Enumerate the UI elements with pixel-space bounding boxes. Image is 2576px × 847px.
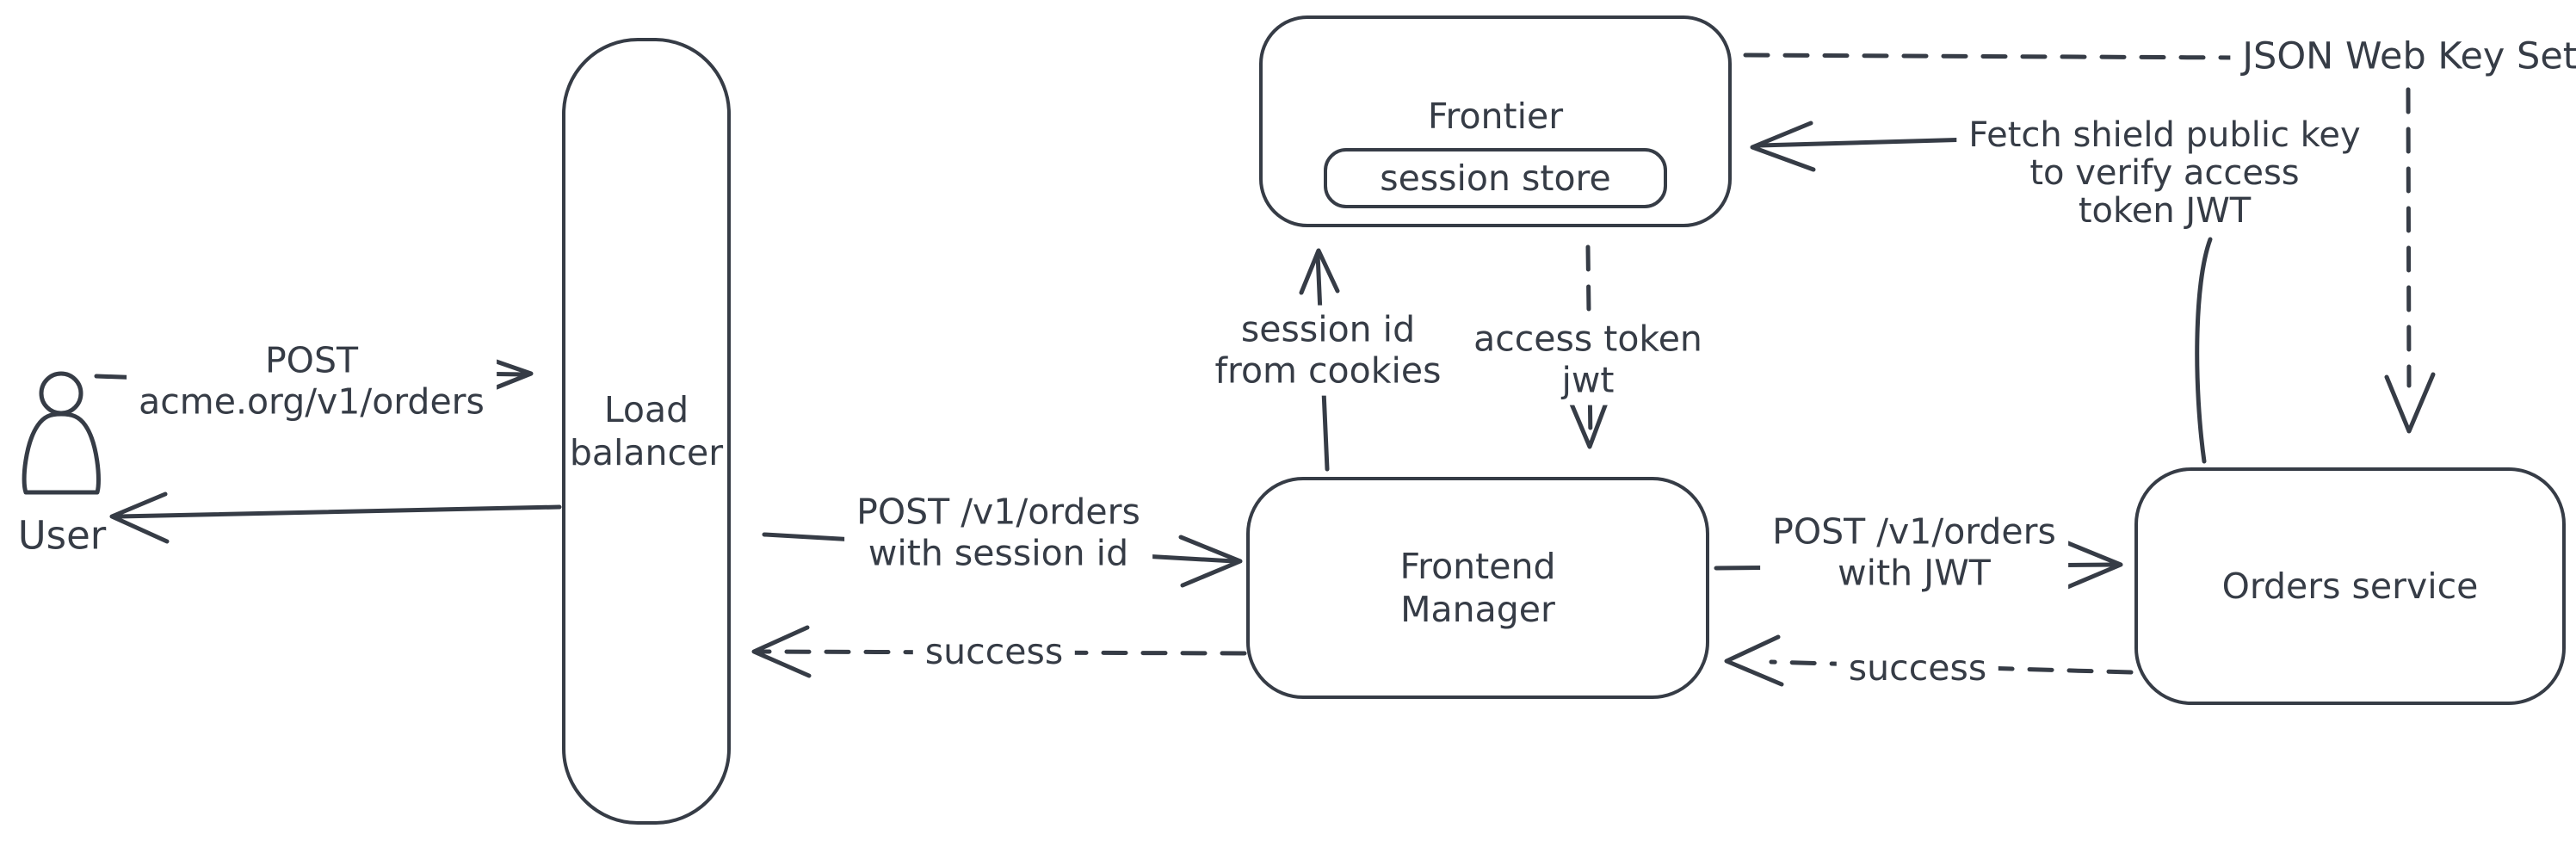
label-post-acme-orders: POST acme.org/v1/orders — [127, 336, 497, 427]
node-frontend-manager: Frontend Manager — [1246, 477, 1709, 699]
label-session-id-from-cookies: session id from cookies — [1202, 305, 1454, 396]
label-line: from cookies — [1214, 350, 1442, 392]
label-line: with session id — [868, 533, 1129, 574]
orders-service-label: Orders service — [2221, 565, 2479, 607]
label-access-token-jwt: access token jwt — [1461, 314, 1714, 405]
load-balancer-label-line1: Load — [603, 388, 689, 430]
node-load-balancer: Load balancer — [562, 38, 731, 825]
label-post-orders-jwt: POST /v1/orders with JWT — [1760, 507, 2068, 598]
line-frontier-to-jwks — [1743, 53, 2239, 60]
label-line: token JWT — [2078, 191, 2252, 231]
node-orders-service: Orders service — [2134, 467, 2566, 705]
user-label: User — [17, 512, 107, 559]
frontend-manager-label-line1: Frontend — [1399, 545, 1556, 587]
frontier-title: Frontier — [1427, 95, 1564, 137]
node-frontier: Frontier session store — [1259, 15, 1732, 227]
node-session-store: session store — [1324, 148, 1667, 208]
label-line: access token — [1473, 318, 1702, 360]
arrow-orders-to-frontier — [1750, 121, 2213, 464]
label-post-orders-session-id: POST /v1/orders with session id — [844, 487, 1152, 578]
label-line: jwt — [1561, 360, 1615, 401]
label-line: POST /v1/orders — [856, 491, 1140, 533]
label-fetch-public-key: Fetch shield public key to verify access… — [1956, 113, 2373, 233]
label-line: POST — [264, 339, 359, 381]
label-line: acme.org/v1/orders — [139, 381, 485, 423]
label-line: POST /v1/orders — [1772, 510, 2056, 553]
label-line: Fetch shield public key — [1968, 115, 2361, 155]
load-balancer-label-line2: balancer — [569, 432, 724, 473]
label-line: session id — [1240, 308, 1416, 350]
arrow-jwks-to-orders — [2384, 87, 2436, 434]
frontend-manager-label-line2: Manager — [1400, 589, 1555, 630]
label-line: to verify access — [2029, 153, 2300, 193]
label-line: with JWT — [1838, 553, 1991, 594]
label-json-web-key-set: JSON Web Key Set — [2230, 31, 2576, 83]
arrow-lb-to-user — [109, 492, 562, 544]
label-success-lb: success — [912, 627, 1076, 677]
label-success-orders: success — [1836, 643, 1999, 693]
user-icon — [22, 371, 101, 495]
session-store-label: session store — [1380, 157, 1611, 199]
